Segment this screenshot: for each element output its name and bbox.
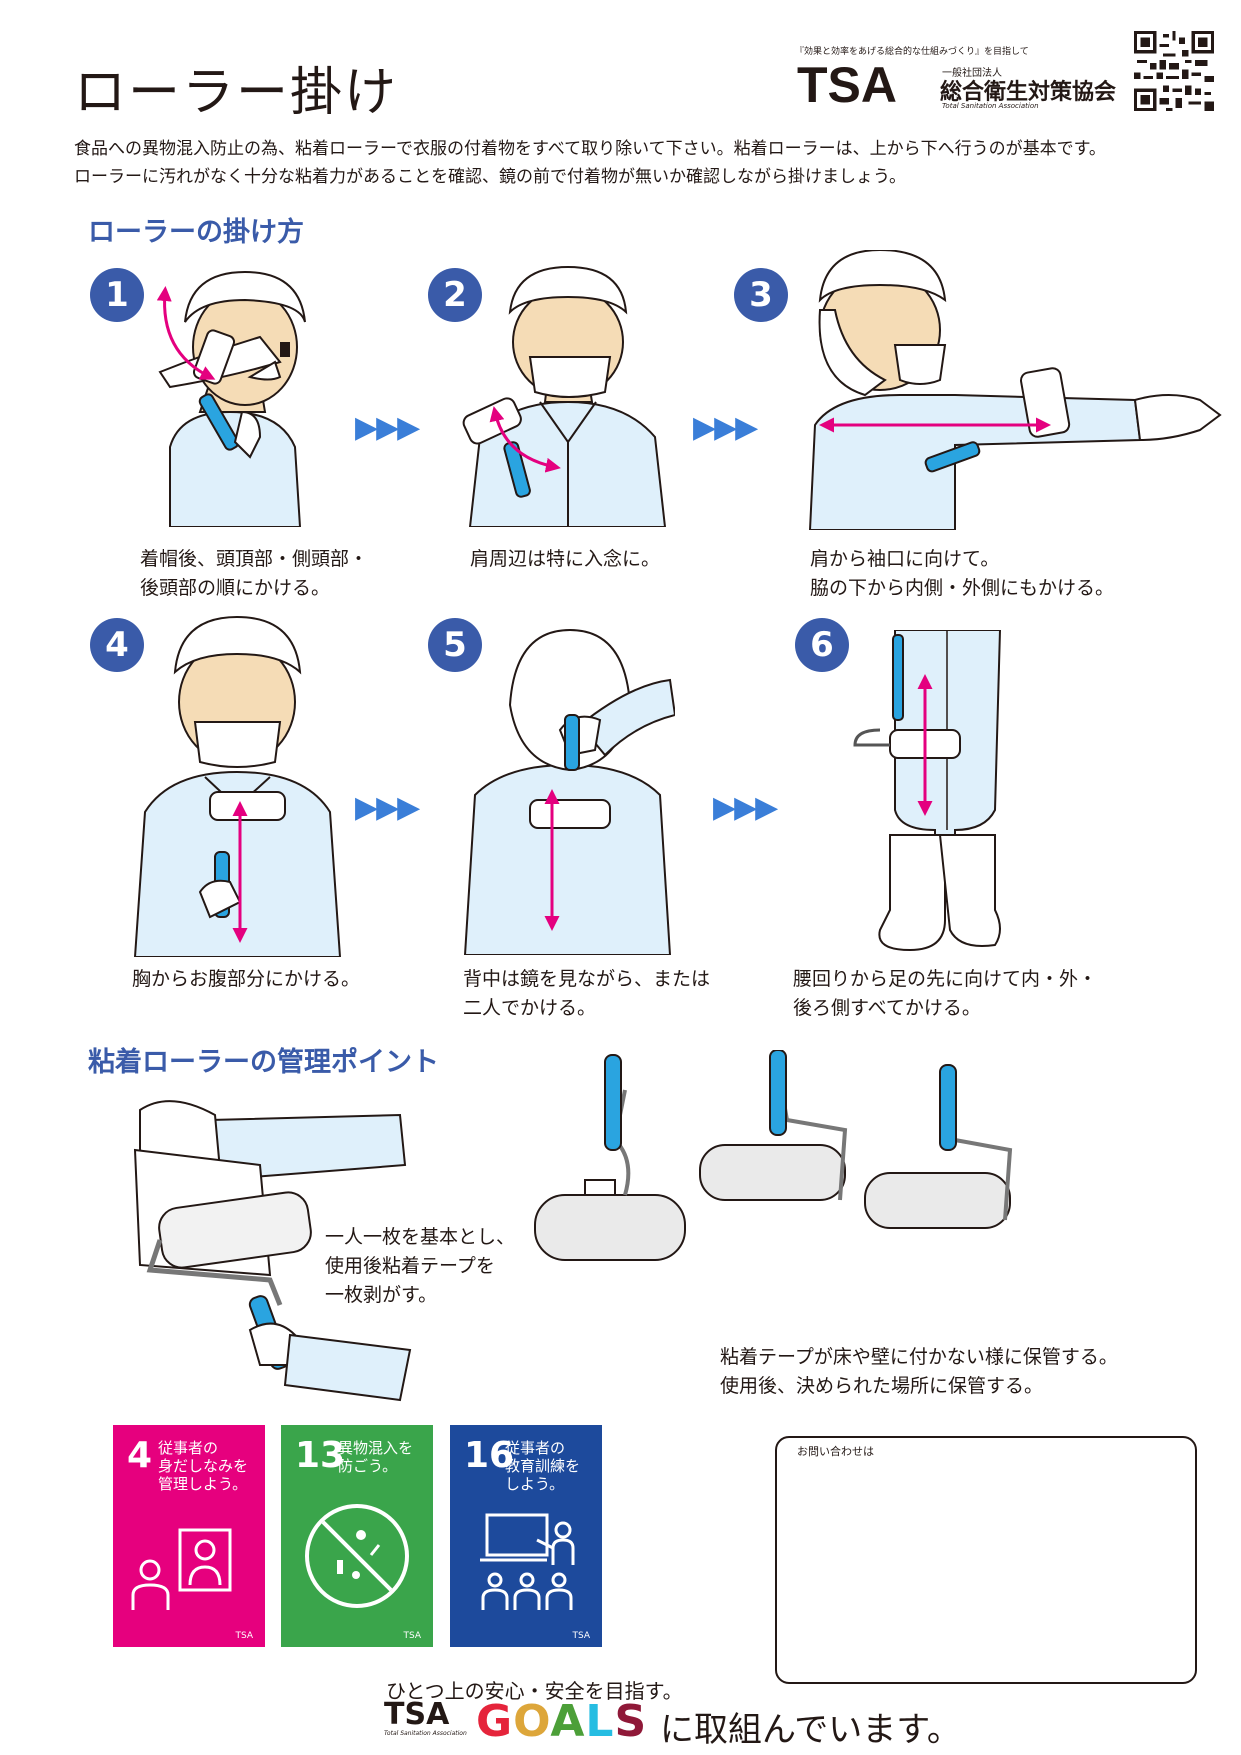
step-3-caption: 肩から袖口に向けて。 脇の下から内側・外側にもかける。 [810,545,1114,603]
step-2-caption: 肩周辺は特に入念に。 [470,545,660,574]
step-1-caption: 着帽後、頭頂部・側頭部・ 後頭部の順にかける。 [140,545,368,603]
sdg-card-number: 4 [127,1435,153,1476]
caption-line: 胸からお腹部分にかける。 [132,968,361,990]
sdg-card-text: 従事者の 教育訓練を しよう。 [505,1439,580,1493]
step-arrow-icon: ▶▶▶ [355,790,420,825]
manage-line: 使用後粘着テープを [325,1255,495,1277]
sdg-line: 異物混入を [338,1439,414,1457]
goals-tail-text: に取組んでいます。 [660,1710,961,1750]
sdg-card-16: 16 従事者の 教育訓練を しよう。 TSA [450,1425,602,1647]
sdg-line: しよう。 [505,1475,565,1493]
sdg-tsa-mark: TSA [235,1631,253,1641]
step-5-caption: 背中は鏡を見ながら、または 二人でかける。 [463,965,710,1023]
manage-text-2: 粘着テープが床や壁に付かない様に保管する。 使用後、決められた場所に保管する。 [720,1343,1118,1401]
caption-line: 脇の下から内側・外側にもかける。 [810,577,1115,599]
goals-word: GOALS [476,1696,647,1747]
step-2-badge: 2 [428,268,482,322]
sdg-line: 従事者の [505,1439,566,1457]
goals-tsa-english: Total Sanitation Association [384,1730,467,1737]
goals-letter: O [513,1696,551,1747]
manage-line: 一人一枚を基本とし、 [325,1226,516,1248]
caption-line: 着帽後、頭頂部・側頭部・ [140,548,369,570]
step-5-badge: 5 [428,618,482,672]
step-3-badge: 3 [734,268,788,322]
step-6-illustration [853,630,1002,952]
step-1-illustration [156,270,306,527]
caption-line: 腰回りから足の先に向けて内・外・ [793,968,1098,990]
intro-line: ローラーに汚れがなく十分な粘着力があることを確認、鏡の前で付着物が無いか確認しな… [74,167,906,187]
step-4-caption: 胸からお腹部分にかける。 [132,965,360,994]
sdg-line: 従事者の [158,1439,219,1457]
sdg-line: 防ごう。 [338,1457,398,1475]
sdg-card-number: 16 [464,1435,515,1476]
tsa-logo-text: TSA [797,57,897,112]
step-6-badge: 6 [795,618,849,672]
caption-line: 背中は鏡を見ながら、または [463,968,711,990]
manage-text-1: 一人一枚を基本とし、 使用後粘着テープを 一枚剥がす。 [325,1223,515,1310]
caption-line: 肩から袖口に向けて。 [810,548,1000,570]
manage-line: 粘着テープが床や壁に付かない様に保管する。 [720,1346,1118,1368]
step-2-illustration [462,265,667,527]
qr-code-icon [1134,31,1214,111]
tsa-logo: TSA [797,57,897,112]
section-heading-manage: 粘着ローラーの管理ポイント [88,1047,439,1078]
contact-label: お問い合わせは [797,1445,874,1458]
goals-tsa-logo: TSA Total Sanitation Association [384,1700,474,1740]
stored-rollers-illustration [534,1050,1013,1261]
step-4-illustration [133,615,342,957]
contact-box [775,1436,1197,1684]
step-arrow-icon: ▶▶▶ [693,410,758,445]
no-foreign-matter-icon [305,1504,409,1608]
step-1-badge: 1 [90,268,144,322]
sdg-line: 教育訓練を [505,1457,581,1475]
goals-letter: L [585,1696,615,1747]
intro-line: 食品への異物混入防止の為、粘着ローラーで衣服の付着物をすべて取り除いて下さい。粘… [74,139,1106,159]
step-4-badge: 4 [90,618,144,672]
caption-line: 後ろ側すべてかける。 [793,997,981,1019]
step-arrow-icon: ▶▶▶ [713,790,778,825]
mirror-person-icon [131,1528,232,1610]
sdg-line: 身だしなみを [158,1457,249,1475]
goals-letter: A [550,1696,586,1747]
caption-line: 肩周辺は特に入念に。 [470,548,661,570]
manage-line: 使用後、決められた場所に保管する。 [720,1375,1044,1397]
sdg-card-text: 異物混入を 防ごう。 [338,1439,413,1475]
sdg-card-4: 4 従事者の 身だしなみを 管理しよう。 TSA [113,1425,265,1647]
goals-letter: S [614,1696,648,1747]
sdg-line: 管理しよう。 [158,1475,248,1493]
sdg-tsa-mark: TSA [403,1631,421,1641]
manage-line: 一枚剥がす。 [325,1284,438,1306]
goals-tagline: ひとつ上の安心・安全を目指す。 [386,1679,683,1703]
training-class-icon [480,1513,575,1610]
peel-tape-illustration [133,1100,412,1402]
step-3-illustration [808,250,1222,530]
sdg-card-text: 従事者の 身だしなみを 管理しよう。 [158,1439,248,1493]
goals-tsa-text: TSA [384,1697,450,1732]
page-title: ローラー掛け [74,63,399,123]
caption-line: 後頭部の順にかける。 [140,577,331,599]
sdg-card-number: 13 [295,1435,346,1476]
logo-tagline: 『効果と効率をあげる総合的な仕組みづくり』を目指して [795,47,1029,57]
sdg-tsa-mark: TSA [572,1631,590,1641]
caption-line: 二人でかける。 [463,997,597,1019]
section-heading-method: ローラーの掛け方 [88,217,304,248]
goals-letter: G [476,1696,514,1747]
sdg-card-13: 13 異物混入を 防ごう。 TSA [281,1425,433,1647]
step-arrow-icon: ▶▶▶ [355,410,420,445]
org-name: 総合衛生対策協会 [940,80,1117,105]
org-english-name: Total Sanitation Association [942,102,1039,110]
intro-text: 食品への異物混入防止の為、粘着ローラーで衣服の付着物をすべて取り除いて下さい。粘… [74,135,1194,191]
org-type: 一般社団法人 [942,68,1002,79]
step-6-caption: 腰回りから足の先に向けて内・外・ 後ろ側すべてかける。 [793,965,1097,1023]
step-5-illustration [463,628,675,955]
